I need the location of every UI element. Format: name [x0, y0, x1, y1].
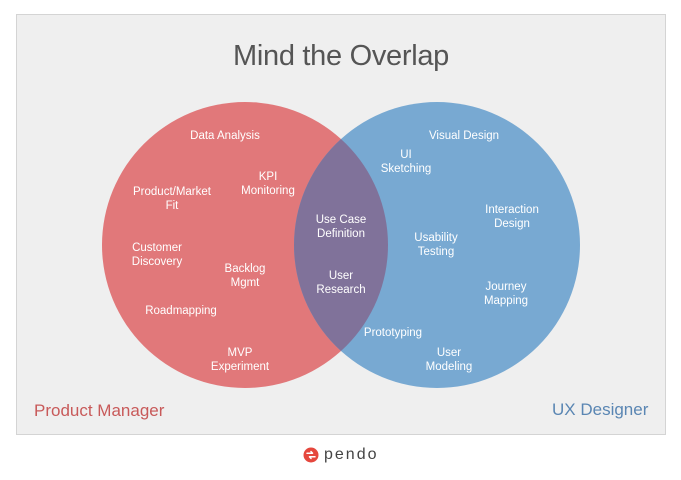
topic-data-analysis: Data Analysis: [190, 130, 260, 142]
topic-prototyping: Prototyping: [363, 327, 423, 339]
overlap-region: [294, 102, 388, 388]
pendo-logo-icon: [303, 447, 319, 463]
topic-roadmapping: Roadmapping: [145, 305, 217, 317]
pendo-wordmark: pendo: [324, 446, 379, 463]
diagram-title: Mind the Overlap: [232, 40, 450, 72]
product-manager-label: Product Manager: [34, 401, 165, 420]
topic-visual-design: Visual Design: [428, 130, 500, 142]
ux-designer-label: UX Designer: [552, 400, 649, 419]
pendo-brand: pendo: [303, 445, 379, 465]
